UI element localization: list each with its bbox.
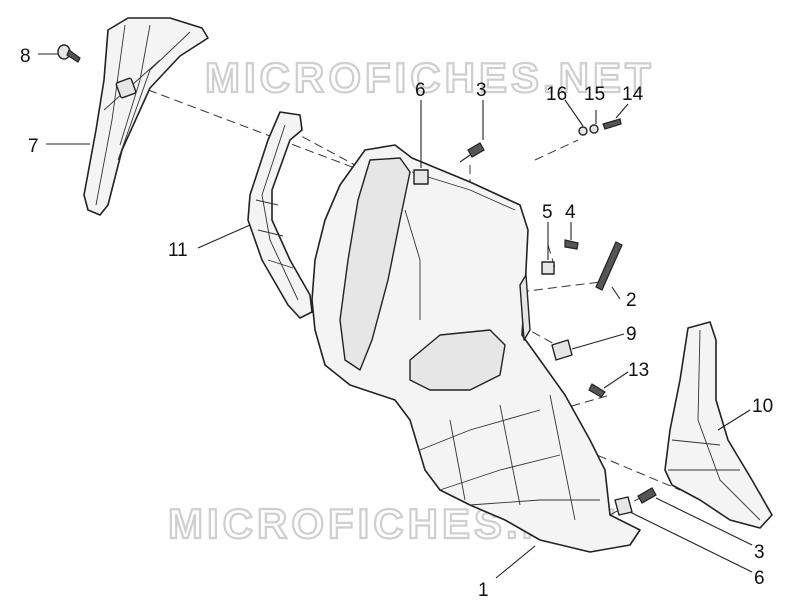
part-8-screw — [57, 44, 81, 63]
part-6-clip-lower — [614, 496, 633, 516]
part-7-side-trim — [83, 17, 209, 216]
callout-2: 2 — [626, 290, 637, 311]
callout-10: 10 — [752, 396, 773, 417]
part-14-bolt — [602, 118, 622, 130]
callout-6-bottom: 6 — [754, 568, 765, 589]
callout-1: 1 — [478, 580, 489, 600]
part-16-washer — [578, 126, 588, 136]
part-6-clip-upper — [413, 169, 429, 185]
callout-14: 14 — [622, 84, 644, 105]
part-4-screw — [564, 239, 579, 250]
part-5-clip — [541, 261, 555, 275]
callout-7: 7 — [28, 136, 39, 157]
part-9-clip — [551, 339, 573, 361]
watermark-top: MICROFICHES.NET — [205, 54, 655, 101]
callout-3-top: 3 — [476, 80, 487, 101]
fasteners — [413, 118, 657, 516]
callout-5: 5 — [542, 202, 553, 223]
part-11-inner-bracket — [247, 111, 313, 319]
callout-16: 16 — [546, 84, 567, 105]
part-10-side-trim — [664, 321, 773, 529]
dash-line-10 — [584, 449, 681, 491]
callout-8: 8 — [20, 46, 31, 67]
part-1-front-shield — [311, 144, 641, 553]
callout-3-bottom: 3 — [754, 542, 765, 563]
part-13-screw — [588, 383, 606, 398]
part-3-screw-upper — [467, 142, 485, 158]
dash-line-7-to-shield — [134, 84, 361, 171]
callout-4: 4 — [565, 202, 576, 223]
callout-6-top: 6 — [415, 80, 426, 101]
part-2-bolt — [595, 241, 623, 291]
dash-line-2 — [519, 281, 601, 293]
part-15-washer — [589, 124, 599, 134]
callout-labels: 8 7 11 6 3 16 15 14 5 4 2 9 13 10 3 6 1 — [20, 46, 773, 600]
callout-11: 11 — [168, 240, 188, 261]
dash-line-14-16 — [534, 139, 579, 161]
callout-15: 15 — [584, 84, 605, 105]
leader-lines — [38, 53, 753, 579]
dash-line-11-to-shield — [289, 129, 356, 166]
callout-13: 13 — [628, 360, 649, 381]
part-3-screw-lower — [637, 487, 657, 504]
callout-9: 9 — [626, 324, 637, 345]
